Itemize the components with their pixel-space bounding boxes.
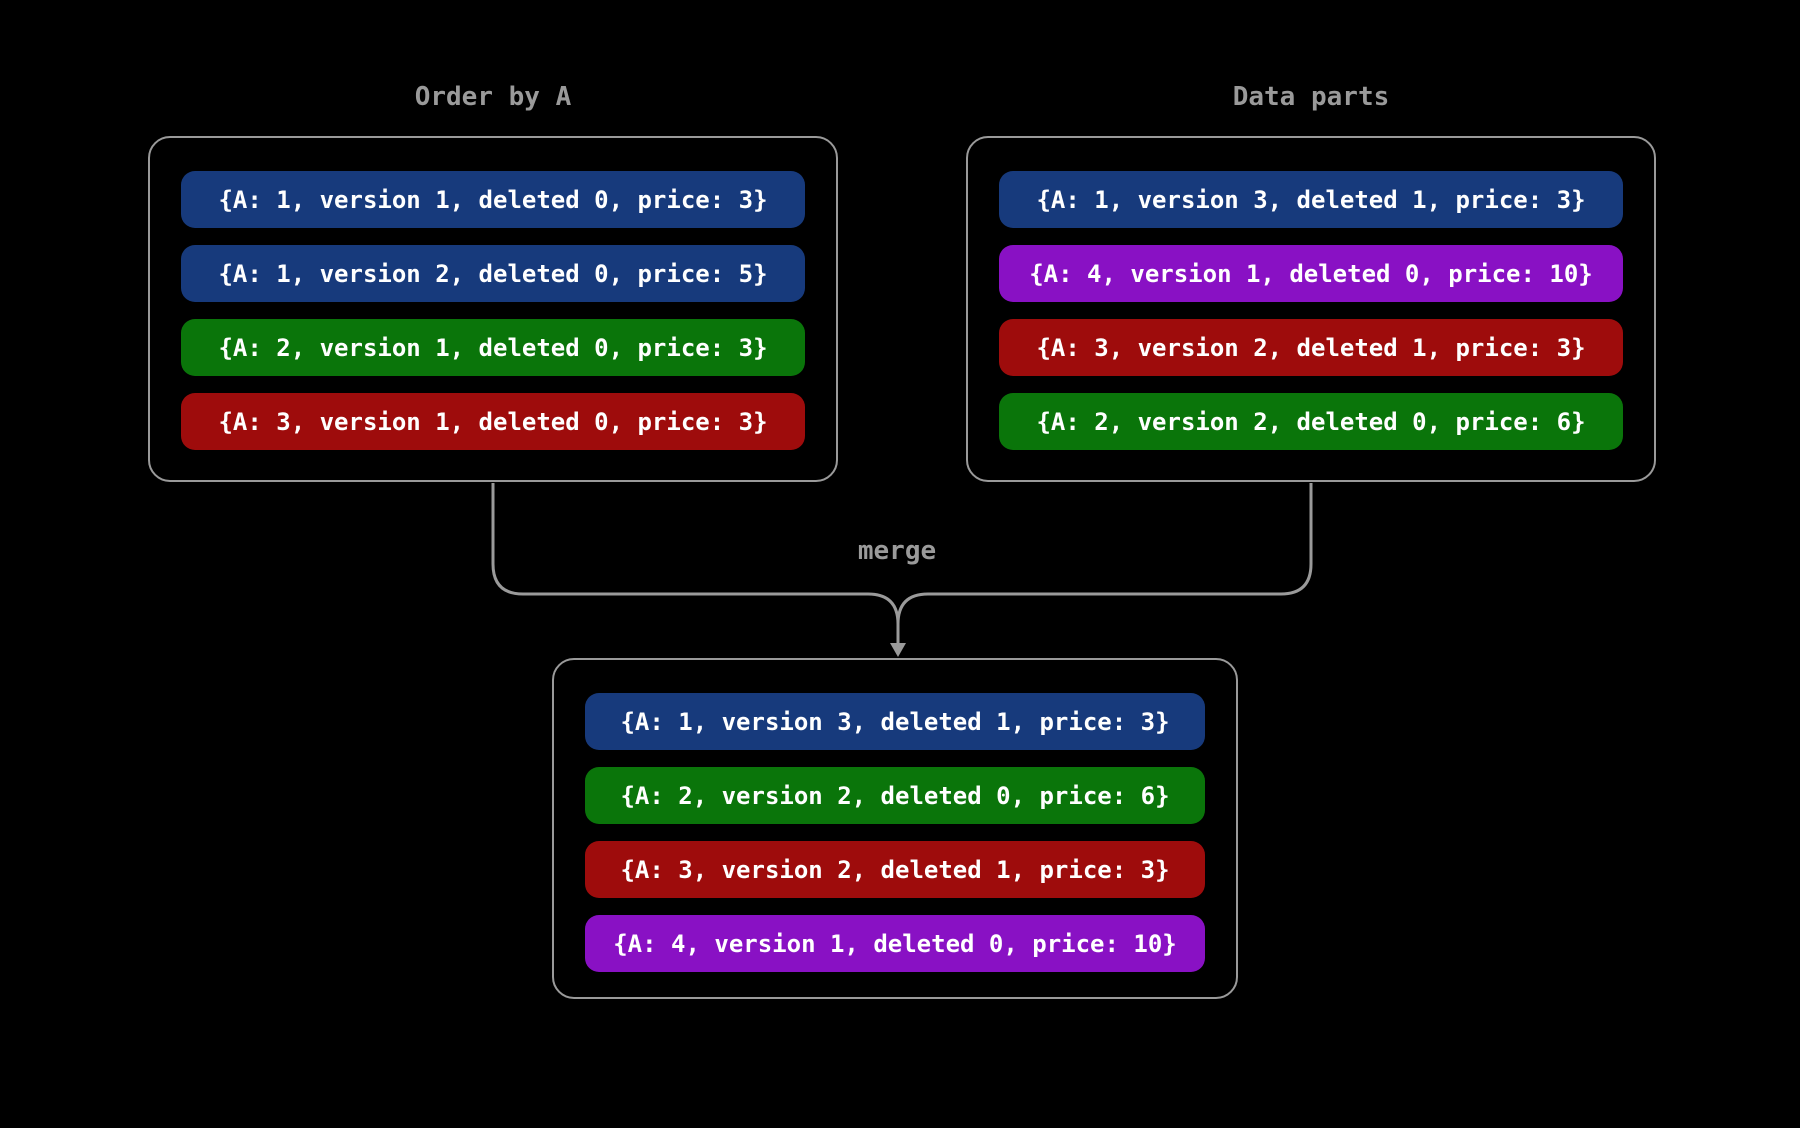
merged-result-panel: {A: 1, version 3, deleted 1, price: 3} {… xyxy=(552,658,1238,999)
order-by-a-panel: {A: 1, version 1, deleted 0, price: 3} {… xyxy=(148,136,838,482)
data-row: {A: 3, version 1, deleted 0, price: 3} xyxy=(181,393,805,450)
merge-arrowhead-icon xyxy=(890,643,906,657)
data-parts-panel: {A: 1, version 3, deleted 1, price: 3} {… xyxy=(966,136,1656,482)
data-row: {A: 4, version 1, deleted 0, price: 10} xyxy=(585,915,1205,972)
data-row: {A: 3, version 2, deleted 1, price: 3} xyxy=(585,841,1205,898)
data-row: {A: 2, version 2, deleted 0, price: 6} xyxy=(999,393,1623,450)
right-panel-title: Data parts xyxy=(1232,82,1390,112)
merge-label: merge xyxy=(857,536,937,566)
data-row: {A: 2, version 1, deleted 0, price: 3} xyxy=(181,319,805,376)
data-row: {A: 1, version 3, deleted 1, price: 3} xyxy=(999,171,1623,228)
data-row: {A: 2, version 2, deleted 0, price: 6} xyxy=(585,767,1205,824)
data-row: {A: 1, version 2, deleted 0, price: 5} xyxy=(181,245,805,302)
left-panel-title: Order by A xyxy=(414,82,572,112)
data-row: {A: 3, version 2, deleted 1, price: 3} xyxy=(999,319,1623,376)
data-row: {A: 1, version 1, deleted 0, price: 3} xyxy=(181,171,805,228)
data-row: {A: 4, version 1, deleted 0, price: 10} xyxy=(999,245,1623,302)
data-row: {A: 1, version 3, deleted 1, price: 3} xyxy=(585,693,1205,750)
